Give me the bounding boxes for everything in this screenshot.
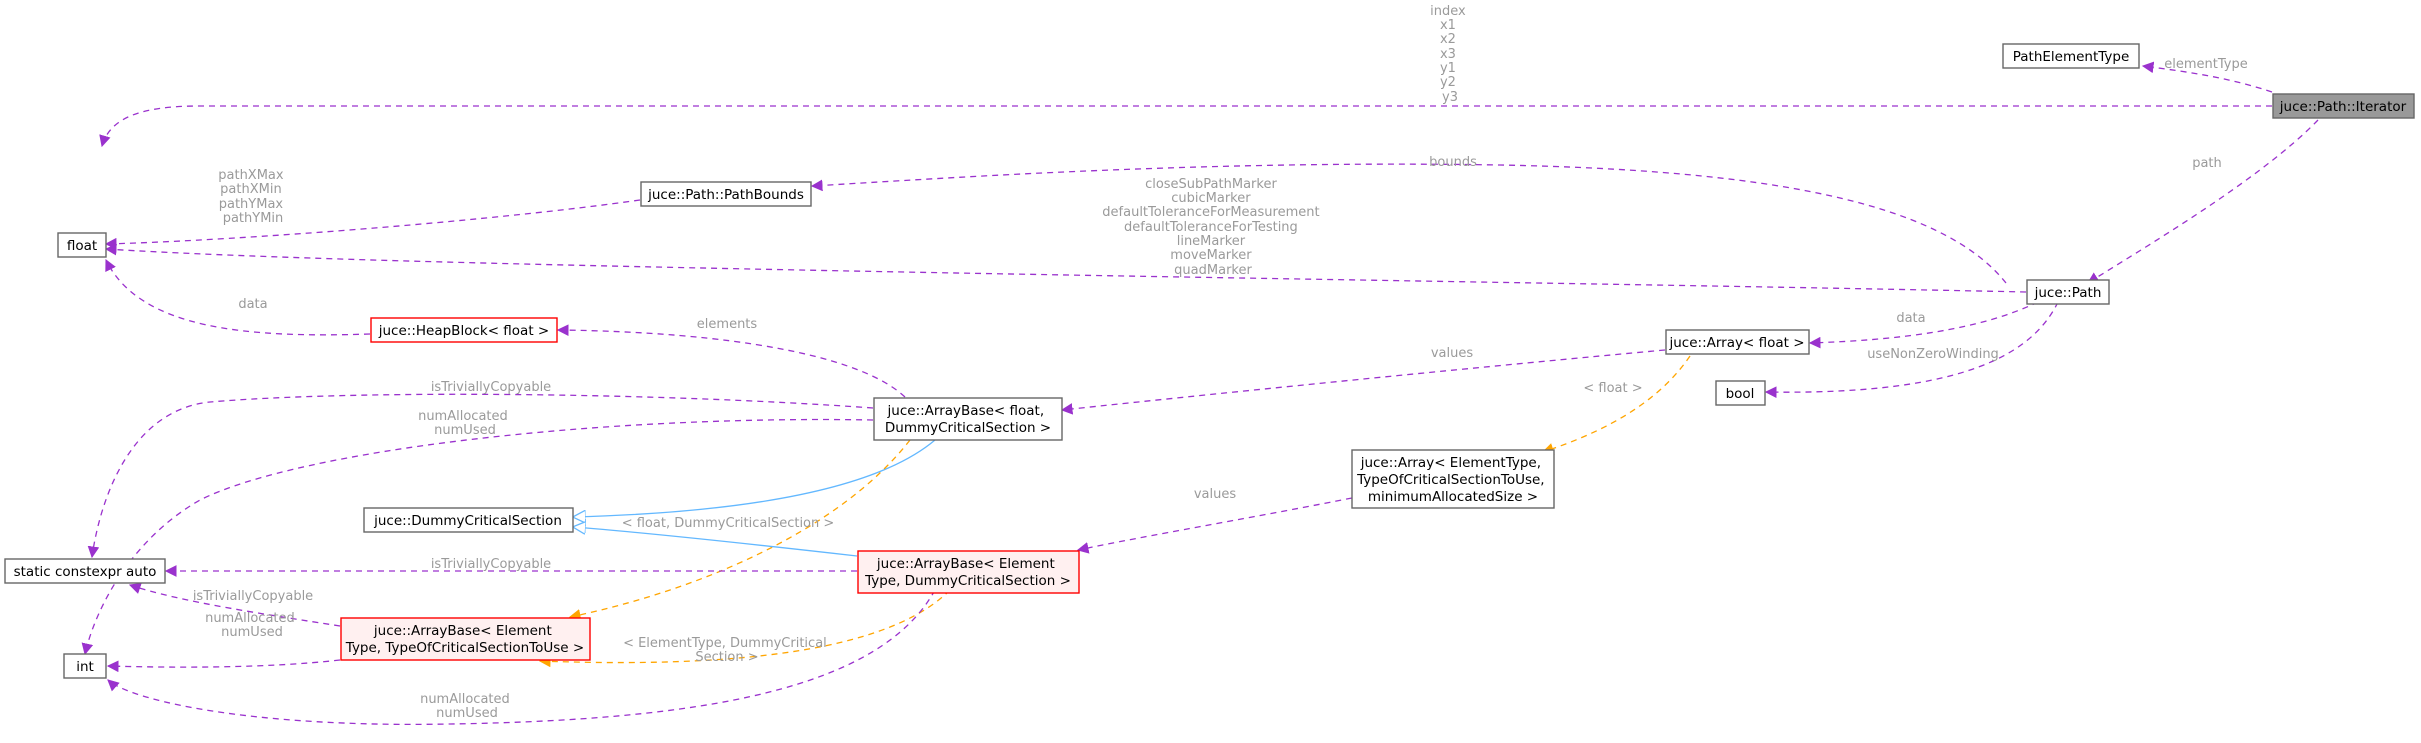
node-int[interactable]: int	[63, 653, 107, 679]
label-heap-data: data	[238, 297, 267, 312]
edge-arraybaseelem-inherit-dcs	[574, 527, 858, 557]
node-array-template[interactable]: juce::Array< ElementType, TypeOfCritical…	[1351, 449, 1555, 509]
edge-pathbounds-to-float	[104, 199, 641, 250]
label-num-3: numAllocated numUsed	[420, 692, 514, 721]
node-float[interactable]: float	[57, 232, 107, 258]
node-heapblock-label: juce::HeapBlock< float >	[378, 323, 549, 339]
label-path-float: closeSubPathMarker cubicMarker defaultTo…	[1102, 177, 1323, 278]
label-path: path	[2192, 156, 2222, 171]
edge-arraybasefloat-template	[568, 439, 911, 621]
node-array-float[interactable]: juce::Array< float >	[1665, 329, 1810, 355]
node-array-float-label: juce::Array< float >	[1668, 335, 1804, 351]
node-pathelementtype[interactable]: PathElementType	[2002, 43, 2140, 69]
edge-arraybasetemplate-to-int	[106, 659, 341, 673]
node-path-label: juce::Path	[2034, 285, 2102, 301]
label-iterator-float: index x1 x2 x3 y1 y2 y3	[1430, 4, 1470, 105]
nodes: juce::Path::Iterator PathElementType flo…	[4, 43, 2415, 679]
node-arraybase-template[interactable]: juce::ArrayBase< Element Type, TypeOfCri…	[340, 617, 591, 661]
edge-arraybasetemplate-to-static	[128, 582, 341, 627]
edges	[81, 61, 2319, 726]
label-num-1: numAllocated numUsed	[418, 409, 512, 438]
edge-arraybasefloat-to-static-1	[87, 393, 874, 559]
node-bool-label: bool	[1726, 386, 1755, 402]
edge-path-to-bool	[1764, 301, 2059, 399]
node-static-constexpr-auto-label: static constexpr auto	[14, 564, 157, 580]
node-arraybase-element-dcs[interactable]: juce::ArrayBase< Element Type, DummyCrit…	[857, 550, 1080, 594]
label-elements: elements	[697, 317, 758, 332]
node-heapblock[interactable]: juce::HeapBlock< float >	[370, 317, 558, 343]
label-triv-1: isTriviallyCopyable	[431, 380, 551, 395]
node-dummy-critical-section-label: juce::DummyCriticalSection	[373, 513, 562, 529]
node-arraybase-element-dcs-label: juce::ArrayBase< Element Type, DummyCrit…	[864, 556, 1071, 589]
edge-path-to-arrayfloat	[1808, 301, 2039, 349]
node-arraybase-template-label: juce::ArrayBase< Element Type, TypeOfCri…	[345, 623, 584, 656]
edge-arraybaseelem-template	[538, 589, 951, 668]
edge-iterator-to-pathelementtype	[2141, 61, 2273, 93]
node-array-template-label: juce::Array< ElementType, TypeOfCritical…	[1356, 455, 1549, 505]
label-float-dcs: < float, DummyCriticalSection >	[622, 516, 835, 531]
label-element-type: elementType	[2164, 57, 2247, 72]
node-dummy-critical-section[interactable]: juce::DummyCriticalSection	[363, 507, 574, 533]
node-path-iterator[interactable]: juce::Path::Iterator	[2272, 93, 2415, 119]
node-static-constexpr-auto[interactable]: static constexpr auto	[4, 558, 166, 584]
node-float-label: float	[67, 238, 97, 254]
label-float-spec: < float >	[1583, 381, 1642, 396]
node-path-iterator-label: juce::Path::Iterator	[2279, 99, 2407, 115]
edge-arraybaseelem-to-int	[107, 589, 936, 726]
edge-arrayfloat-template	[1541, 355, 1691, 455]
node-int-label: int	[76, 659, 94, 675]
label-path-data: data	[1896, 311, 1925, 326]
edge-path-to-float	[104, 243, 2027, 293]
edge-iterator-to-float	[99, 105, 2272, 148]
label-values-2: values	[1194, 487, 1237, 502]
edge-arraybasefloat-to-heapblock	[556, 324, 906, 398]
node-pathelementtype-label: PathElementType	[2013, 49, 2130, 65]
node-pathbounds[interactable]: juce::Path::PathBounds	[640, 181, 812, 207]
edge-arraybasefloat-inherit-dcs	[574, 439, 936, 517]
node-path[interactable]: juce::Path	[2026, 279, 2110, 305]
label-values-1: values	[1431, 346, 1474, 361]
label-triv-3: isTriviallyCopyable	[193, 589, 313, 604]
label-bounds: bounds	[1429, 155, 1477, 170]
node-arraybase-float-label: juce::ArrayBase< float, DummyCriticalSec…	[885, 403, 1051, 436]
label-use-non-zero: useNonZeroWinding	[1867, 347, 1999, 362]
edge-labels: index x1 x2 x3 y1 y2 y3 elementType path…	[193, 4, 2248, 721]
edge-arraytemplate-to-arraybaseelem	[1076, 497, 1353, 554]
label-triv-2: isTriviallyCopyable	[431, 557, 551, 572]
edge-path-to-pathbounds	[810, 163, 2007, 284]
edge-arraybasefloat-to-int-1	[81, 418, 874, 656]
edge-arrayfloat-to-arraybasefloat	[1060, 349, 1666, 415]
node-pathbounds-label: juce::Path::PathBounds	[647, 187, 804, 203]
node-bool[interactable]: bool	[1715, 380, 1766, 406]
label-num-2: numAllocated numUsed	[205, 611, 299, 640]
label-pathbounds-float: pathXMax pathXMin pathYMax pathYMin	[218, 168, 287, 226]
node-arraybase-float[interactable]: juce::ArrayBase< float, DummyCriticalSec…	[873, 397, 1063, 441]
edge-iterator-to-path	[2087, 119, 2319, 284]
label-elem-dcs: < ElementType, DummyCritical Section >	[623, 636, 831, 665]
edge-heapblock-to-float	[105, 258, 371, 336]
